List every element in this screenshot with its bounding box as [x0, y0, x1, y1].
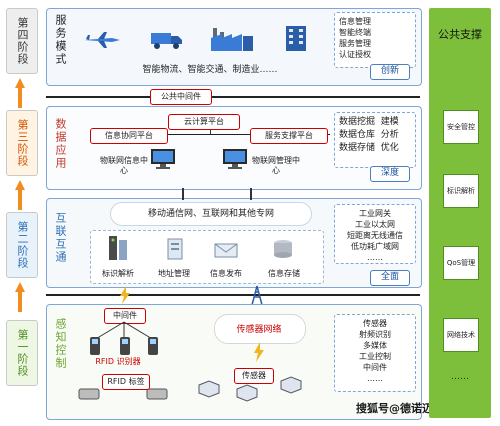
service-support-platform-tag: 服务支撑平台	[250, 128, 328, 144]
service-item: 认证授权	[339, 50, 371, 59]
iot-info-center-label: 物联网信息中心	[100, 156, 148, 175]
network-bus	[46, 294, 420, 296]
handheld-reader-icon	[120, 337, 130, 355]
sensing-item: ……	[367, 374, 383, 383]
network-layer-title: 互联互通	[54, 212, 67, 264]
database-icon	[274, 240, 292, 258]
network-technology-item: 网络技术	[443, 318, 479, 352]
server-icon	[109, 236, 127, 260]
service-layer-title: 服务模式	[54, 14, 67, 66]
monitor-icon	[151, 149, 175, 169]
envelope-icon	[214, 243, 238, 258]
up-arrow-icon	[15, 180, 25, 210]
building-icon	[286, 26, 306, 51]
address-management-label: 地址管理	[158, 269, 190, 278]
network-cloud: 移动通信网、互联网和其他专网	[110, 202, 312, 226]
handheld-reader-icon	[90, 337, 100, 355]
network-item: 工业网关	[359, 209, 391, 218]
sensing-desc-list: 传感器 射频识别 多媒体 工业控制 中间件 ……	[334, 314, 416, 392]
sensor-node-icon	[280, 376, 302, 394]
service-item: 智能终端	[339, 28, 371, 37]
rfid-tag-icon	[146, 388, 168, 400]
sensing-item: 工业控制	[359, 352, 391, 361]
up-arrow-icon	[15, 282, 25, 312]
truck-icon	[151, 33, 182, 49]
monitor-icon	[223, 149, 247, 169]
service-item: 服务管理	[339, 39, 371, 48]
innovation-badge: 创新	[370, 64, 410, 80]
data-item: 优化	[380, 143, 399, 153]
iot-management-center-label: 物联网管理中心	[252, 156, 300, 175]
network-desc-list: 工业网关 工业以太网 短距离无线通信 低功耗广域网 ……	[334, 204, 416, 264]
data-item: 分析	[380, 130, 399, 140]
sensing-item: 射频识别	[359, 330, 391, 339]
qos-management-item: QoS管理	[443, 246, 479, 280]
rfid-reader-label: RFID 识别器	[95, 357, 141, 366]
rfid-tag-label: RFID 标签	[102, 374, 150, 390]
identifier-resolution-item: 标识解析	[443, 174, 479, 208]
up-arrow-icon	[15, 78, 25, 108]
cloud-platform-tag: 云计算平台	[168, 114, 240, 130]
sensor-node-icon	[236, 384, 258, 402]
airplane-icon	[84, 32, 120, 48]
network-item: 短距离无线通信	[347, 231, 403, 240]
handheld-reader-icon	[148, 337, 158, 355]
data-item: 数据仓库	[339, 130, 376, 140]
connector	[182, 188, 184, 200]
service-caption: 智能物流、智能交通、制造业……	[142, 65, 278, 75]
service-item: 信息管理	[339, 17, 371, 26]
security-control-item: 安全管控	[443, 110, 479, 144]
identifier-resolution-label: 标识解析	[102, 269, 134, 278]
sensor-network-label: 传感器网络	[236, 325, 282, 335]
public-middleware-tag: 公共中间件	[150, 89, 212, 105]
tower-icon	[251, 285, 263, 306]
comprehensive-badge: 全面	[370, 270, 410, 286]
address-book-icon	[167, 238, 183, 260]
sensing-item: 传感器	[363, 319, 387, 328]
data-desc-list: 数据挖掘 建模 数据仓库 分析 数据存储 优化	[334, 112, 416, 168]
watermark: 搜狐号@德诺迈斯	[356, 402, 444, 415]
stage-3: 第三阶段	[6, 110, 38, 176]
sensing-item: 中间件	[363, 363, 387, 372]
lightning-icon	[120, 286, 130, 304]
sensing-layer-title: 感知控制	[54, 318, 67, 370]
sensing-item: 多媒体	[363, 341, 387, 350]
public-support-title: 公共支撑	[438, 28, 482, 41]
network-modules-panel	[90, 230, 324, 284]
network-item: 低功耗广域网	[351, 242, 399, 251]
connector	[250, 188, 252, 200]
data-item: 数据挖掘	[339, 117, 376, 127]
support-ellipsis: ……	[451, 372, 469, 382]
sensor-tag: 传感器	[234, 368, 274, 384]
info-publish-label: 信息发布	[210, 269, 242, 278]
factory-icon	[211, 28, 253, 51]
network-item: ……	[367, 253, 383, 262]
middleware-bus	[46, 96, 420, 98]
platform-bus	[90, 134, 330, 135]
sensor-node-icon	[198, 380, 220, 398]
depth-badge: 深度	[370, 166, 410, 182]
data-layer-title: 数据应用	[54, 118, 67, 170]
info-collab-platform-tag: 信息协同平台	[90, 128, 168, 144]
connector	[210, 128, 211, 134]
lightning-icon	[254, 342, 264, 362]
public-support-panel	[429, 8, 491, 418]
stage-2: 第二阶段	[6, 212, 38, 278]
stage-1: 第一阶段	[6, 320, 38, 386]
rfid-tag-icon	[78, 388, 100, 400]
stage-4: 第四阶段	[6, 8, 38, 74]
info-storage-label: 信息存储	[268, 269, 300, 278]
middleware-tag: 中间件	[104, 308, 146, 324]
network-item: 工业以太网	[355, 220, 395, 229]
data-item: 建模	[380, 117, 399, 127]
data-item: 数据存储	[339, 143, 376, 153]
service-desc-list: 信息管理 智能终端 服务管理 认证授权 ……	[334, 12, 416, 70]
